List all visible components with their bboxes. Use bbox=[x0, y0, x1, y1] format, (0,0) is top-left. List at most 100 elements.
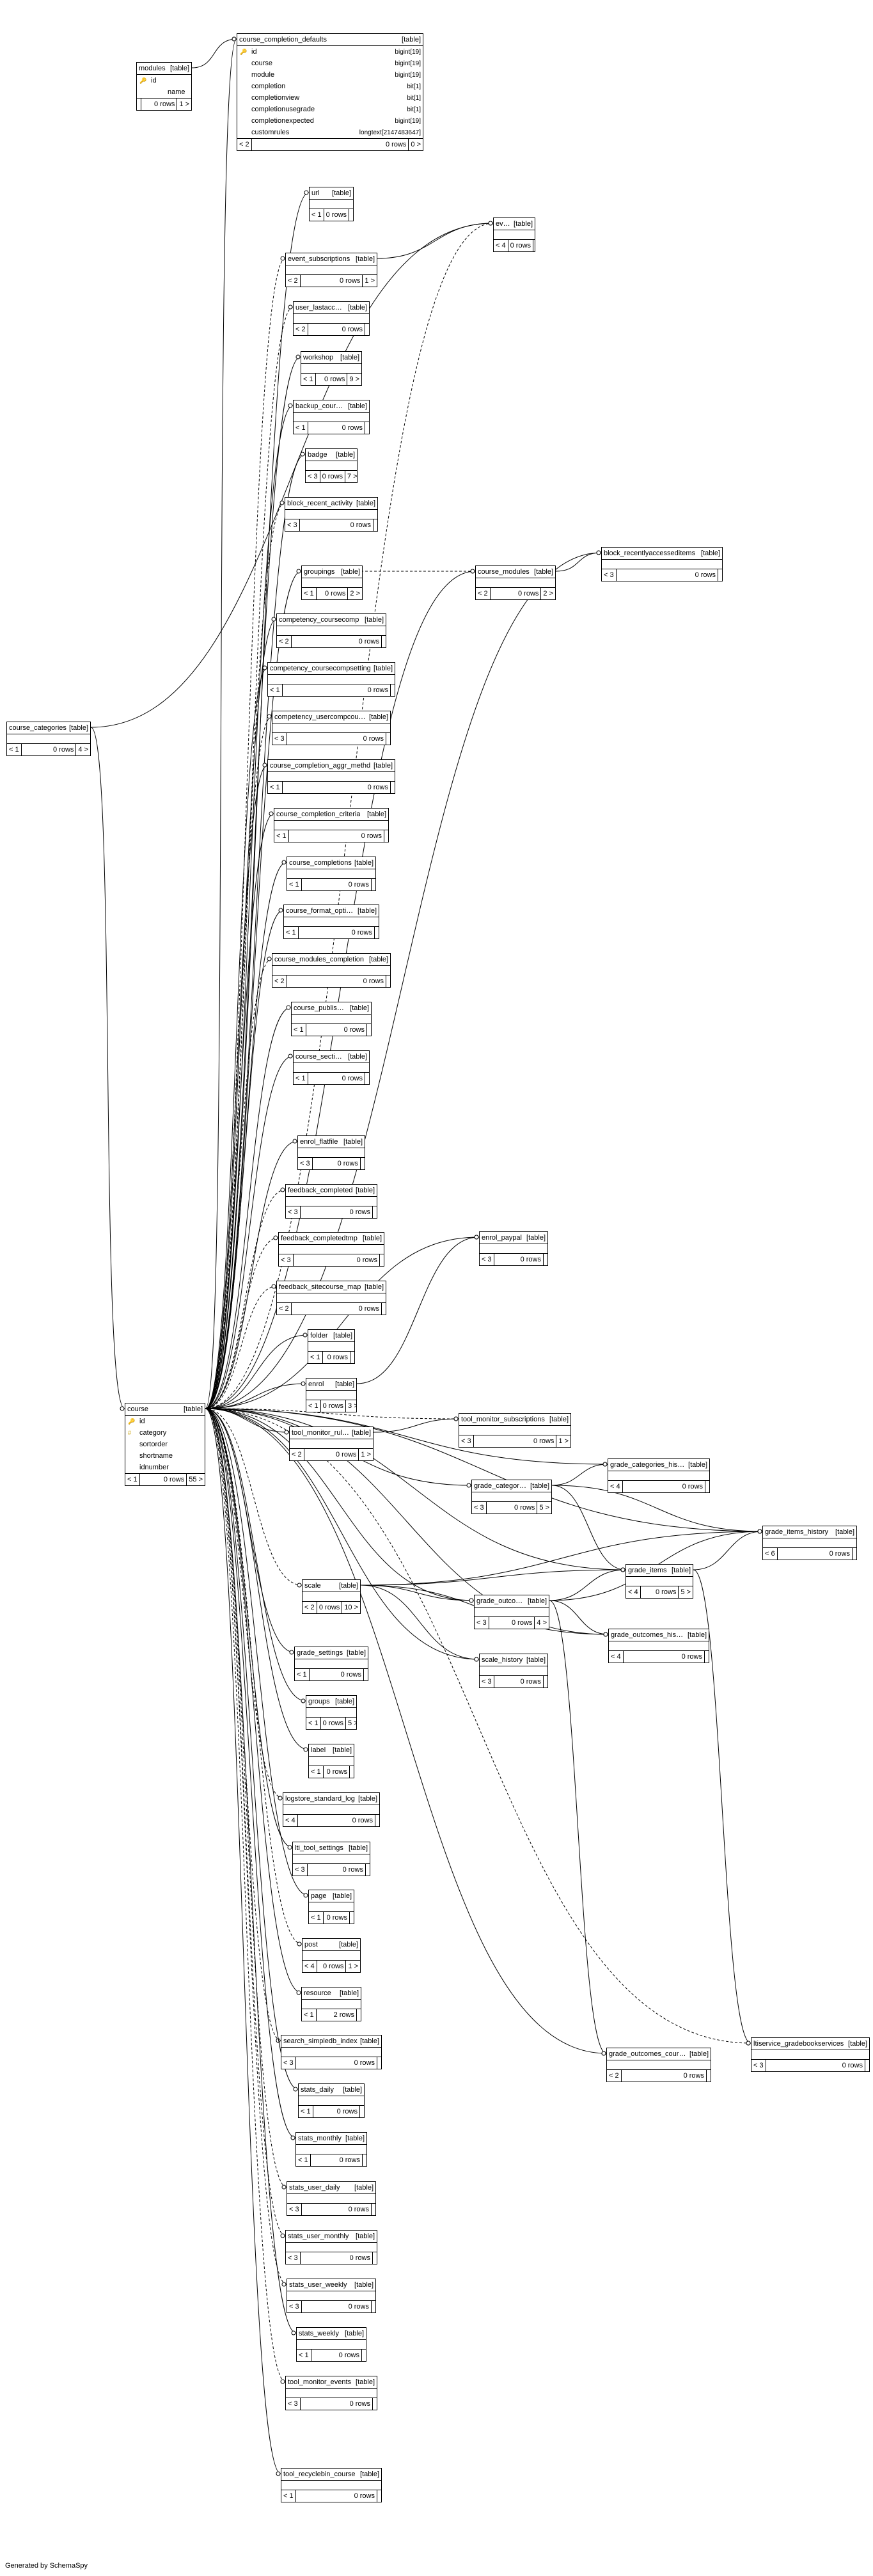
table-name[interactable]: page bbox=[311, 1892, 327, 1900]
children-count[interactable]: 3 > bbox=[345, 1400, 356, 1412]
table-name[interactable]: course_completion_aggr_methd bbox=[270, 762, 371, 770]
parents-count[interactable]: < 2 bbox=[272, 976, 287, 987]
children-count[interactable] bbox=[718, 569, 722, 581]
parents-count[interactable]: < 1 bbox=[302, 2009, 317, 2021]
table-name[interactable]: workshop bbox=[303, 354, 334, 361]
table-name[interactable]: enrol_flatfile bbox=[300, 1138, 338, 1146]
children-count[interactable] bbox=[356, 2009, 361, 2021]
parents-count[interactable]: < 1 bbox=[299, 2106, 313, 2117]
table-name[interactable]: block_recent_activity bbox=[287, 500, 353, 507]
table-name[interactable]: modules bbox=[139, 65, 166, 72]
parents-count[interactable]: < 4 bbox=[303, 1961, 317, 1972]
table-name[interactable]: tool_monitor_events bbox=[288, 2378, 352, 2386]
parents-count[interactable]: < 3 bbox=[279, 1254, 294, 1266]
children-count[interactable]: 55 > bbox=[186, 1474, 205, 1485]
parents-count[interactable]: < 1 bbox=[125, 1474, 140, 1485]
children-count[interactable] bbox=[705, 1481, 709, 1492]
table-event[interactable]: event[table]< 40 rows bbox=[493, 217, 535, 252]
children-count[interactable]: 4 > bbox=[534, 1617, 549, 1629]
children-count[interactable] bbox=[390, 684, 395, 696]
children-count[interactable] bbox=[377, 2490, 381, 2502]
table-name[interactable]: course_modules bbox=[478, 568, 530, 576]
parents-count[interactable]: < 1 bbox=[281, 2490, 296, 2502]
children-count[interactable] bbox=[852, 1548, 856, 1560]
children-count[interactable]: 10 > bbox=[342, 1602, 360, 1613]
table-name[interactable]: course bbox=[127, 1405, 149, 1413]
children-count[interactable]: 4 > bbox=[75, 744, 90, 755]
children-count[interactable] bbox=[543, 1254, 547, 1265]
table-name[interactable]: enrol bbox=[308, 1380, 324, 1388]
table-name[interactable]: course_categories bbox=[9, 724, 67, 732]
children-count[interactable] bbox=[362, 2154, 366, 2166]
children-count[interactable] bbox=[365, 1073, 369, 1084]
parents-count[interactable]: < 1 bbox=[309, 1912, 324, 1924]
table-name[interactable]: tool_recyclebin_course bbox=[283, 2470, 356, 2478]
table-name[interactable]: grade_items bbox=[628, 1567, 667, 1574]
children-count[interactable] bbox=[359, 2106, 364, 2117]
table-name[interactable]: course_modules_completion bbox=[274, 956, 365, 963]
table-name[interactable]: logstore_standard_log bbox=[285, 1795, 355, 1803]
table-name[interactable]: stats_user_monthly bbox=[288, 2232, 349, 2240]
table-name[interactable]: stats_monthly bbox=[298, 2135, 342, 2142]
parents-count[interactable]: < 1 bbox=[296, 2154, 311, 2166]
parents-count[interactable]: < 1 bbox=[268, 782, 283, 793]
children-count[interactable] bbox=[379, 1254, 384, 1266]
parents-count[interactable]: < 3 bbox=[285, 519, 300, 531]
table-name[interactable]: grade_outcomes_history bbox=[611, 1631, 686, 1639]
parents-count[interactable]: < 3 bbox=[281, 2057, 296, 2069]
children-count[interactable] bbox=[543, 1676, 547, 1687]
parents-count[interactable]: < 2 bbox=[303, 1602, 317, 1613]
parents-count[interactable]: < 1 bbox=[297, 2350, 311, 2361]
children-count[interactable] bbox=[363, 1669, 368, 1680]
children-count[interactable] bbox=[381, 636, 386, 647]
children-count[interactable] bbox=[349, 1766, 354, 1778]
children-count[interactable] bbox=[706, 2070, 711, 2082]
parents-count[interactable]: < 1 bbox=[308, 1352, 323, 1363]
table-name[interactable]: post bbox=[304, 1941, 318, 1948]
children-count[interactable] bbox=[372, 1206, 377, 1218]
table-name[interactable]: folder bbox=[310, 1332, 328, 1339]
parents-count[interactable]: < 1 bbox=[302, 588, 317, 599]
children-count[interactable]: 1 > bbox=[358, 1449, 373, 1460]
table-name[interactable]: feedback_completedtmp bbox=[281, 1235, 358, 1242]
table-name[interactable]: course_published bbox=[294, 1004, 348, 1012]
children-count[interactable] bbox=[372, 2398, 377, 2410]
parents-count[interactable]: < 3 bbox=[287, 2301, 302, 2312]
table-name[interactable]: stats_weekly bbox=[299, 2330, 339, 2337]
children-count[interactable] bbox=[349, 1912, 354, 1924]
table-name[interactable]: event_subscriptions bbox=[288, 255, 350, 263]
children-count[interactable]: 1 > bbox=[362, 275, 377, 287]
table-name[interactable]: backup_courses bbox=[295, 402, 346, 410]
column-row[interactable]: 🔑id bbox=[125, 1416, 205, 1427]
parents-count[interactable]: < 3 bbox=[286, 2398, 301, 2410]
table-name[interactable]: grade_items_history bbox=[765, 1528, 829, 1536]
parents-count[interactable]: < 4 bbox=[494, 240, 508, 251]
table-name[interactable]: course_sections bbox=[295, 1053, 346, 1061]
parents-count[interactable]: < 2 bbox=[277, 636, 292, 647]
children-count[interactable] bbox=[371, 2301, 375, 2312]
